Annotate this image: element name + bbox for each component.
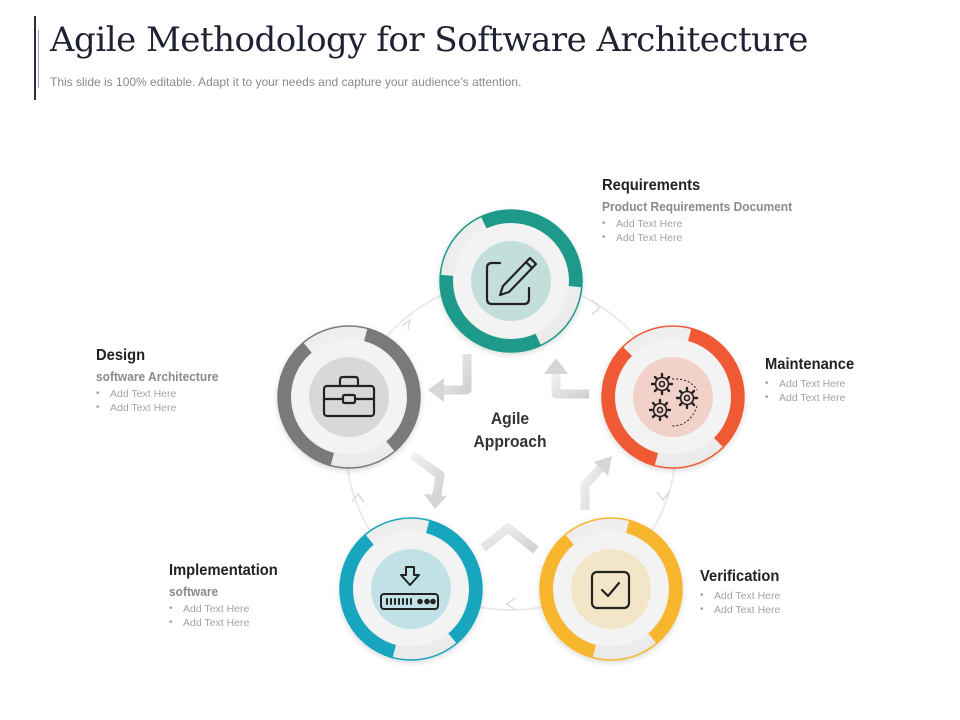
- stage-bullet: Add Text Here: [602, 231, 809, 245]
- stage-bullet: Add Text Here: [96, 387, 229, 401]
- stage-bullet: Add Text Here: [169, 616, 287, 630]
- stage-title: Verification: [700, 568, 780, 585]
- stage-inner-disc: [454, 224, 568, 338]
- ring-chevron-icon: [505, 597, 516, 611]
- stage-arc: [364, 328, 420, 452]
- ring-chevron-icon: [656, 491, 670, 502]
- page-title: Agile Methodology for Software Architect…: [50, 20, 808, 60]
- stage-title: Maintenance: [765, 356, 855, 373]
- title-accent-line-inner: [38, 30, 39, 88]
- ring-chevron-icon: [351, 492, 365, 503]
- center-label: Agile Approach: [446, 407, 575, 453]
- stage-maintenance: Maintenance Add Text Here Add Text Here: [765, 356, 862, 405]
- stage-inner-disc: [354, 532, 468, 646]
- stage-subtitle: software: [169, 584, 219, 599]
- stage-node-design: [277, 325, 421, 469]
- gears-icon: [648, 372, 699, 427]
- stage-verification: Verification Add Text Here Add Text Here: [700, 568, 786, 617]
- stage-title: Design: [96, 347, 146, 364]
- connector-arrow-head: [424, 494, 447, 509]
- stage-icon-backdrop: [371, 549, 451, 629]
- stage-icon-backdrop: [471, 241, 551, 321]
- stage-title: Implementation: [169, 562, 278, 579]
- edit-icon: [485, 256, 538, 306]
- briefcase-icon: [322, 375, 376, 418]
- stage-arc: [688, 328, 744, 448]
- stage-arc: [602, 346, 658, 466]
- stage-icon-backdrop: [571, 549, 651, 629]
- page-subtitle: This slide is 100% editable. Adapt it to…: [50, 75, 522, 89]
- stage-bullet: Add Text Here: [700, 589, 786, 603]
- ring-chevron-icon: [591, 299, 602, 315]
- stage-icon-backdrop: [309, 357, 389, 437]
- connector-arrow: [480, 523, 539, 554]
- stage-arc: [539, 534, 596, 658]
- stage-arc: [480, 210, 582, 288]
- stage-node-verification: [539, 517, 683, 661]
- connector-arrow-head: [428, 378, 444, 402]
- connector-arrow: [580, 459, 609, 510]
- center-label-line1: Agile: [490, 409, 530, 428]
- stage-arc: [426, 520, 482, 644]
- connector-arrow-head: [544, 358, 568, 374]
- server-download-icon: [380, 566, 439, 610]
- stage-arc: [340, 534, 396, 658]
- stage-arc: [626, 520, 682, 644]
- stage-bullet: Add Text Here: [96, 401, 229, 415]
- stage-bullet: Add Text Here: [602, 217, 809, 231]
- stage-bullet: Add Text Here: [765, 377, 862, 391]
- stage-bullet: Add Text Here: [765, 391, 862, 405]
- center-label-line2: Approach: [473, 432, 547, 451]
- stage-bullet: Add Text Here: [700, 603, 786, 617]
- title-accent-line: [34, 16, 36, 100]
- stage-inner-disc: [292, 340, 406, 454]
- checkbox-icon: [590, 570, 631, 610]
- stage-node-implementation: [339, 517, 483, 661]
- stage-subtitle: Product Requirements Document: [602, 199, 793, 214]
- stage-arc: [278, 342, 334, 466]
- connector-arrow: [551, 370, 589, 399]
- stage-subtitle: software Architecture: [96, 369, 219, 384]
- connector-arrow: [409, 451, 445, 501]
- ring-chevron-icon: [401, 318, 412, 331]
- stage-bullet: Add Text Here: [169, 602, 287, 616]
- connector-arrow: [438, 354, 472, 395]
- stage-title: Requirements: [602, 177, 701, 194]
- stage-inner-disc: [554, 532, 668, 646]
- stage-implementation: Implementation software Add Text Here Ad…: [169, 562, 287, 630]
- stage-requirements: Requirements Product Requirements Docume…: [602, 177, 809, 245]
- stage-node-requirements: [439, 209, 583, 353]
- stage-node-maintenance: [601, 325, 745, 469]
- stage-arc: [440, 274, 542, 352]
- connector-arrow-head: [594, 456, 612, 476]
- stage-inner-disc: [616, 340, 730, 454]
- stage-icon-backdrop: [633, 357, 713, 437]
- stage-design: Design software Architecture Add Text He…: [96, 347, 229, 415]
